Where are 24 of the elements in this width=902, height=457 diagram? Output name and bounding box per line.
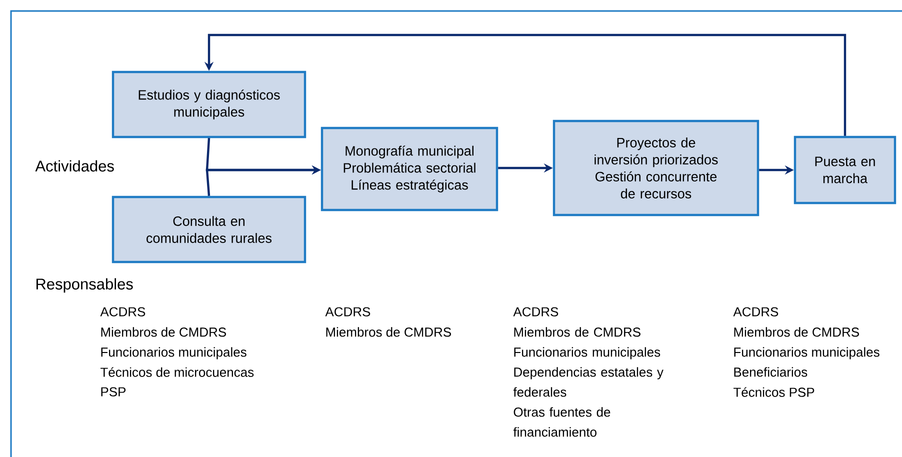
section-heading: Responsables: [36, 278, 133, 293]
list-item: ACDRS: [733, 307, 778, 316]
process-box: Puesta en marcha: [794, 136, 896, 204]
list-item: Dependencias estatales y federales: [513, 367, 664, 397]
process-box: Consulta en comunidades rurales: [112, 196, 306, 264]
list-item: Funcionarios municipales: [101, 347, 246, 360]
section-heading: Actividades: [35, 160, 114, 172]
process-box: Proyectos de inversión priorizados Gestión concurrente de recursos: [552, 120, 760, 216]
list-item: Funcionarios municipales: [514, 347, 660, 360]
list-item: Funcionarios municipales: [734, 347, 880, 360]
list-item: Miembros de CMDRS: [514, 327, 640, 337]
list-item: ACDRS: [513, 307, 558, 316]
list-item: ACDRS: [100, 307, 146, 316]
process-box: Monografía municipal Problemática sectorial Líneas estratégicas: [320, 126, 498, 212]
list-item: Otras fuentes de financiamiento: [513, 407, 610, 437]
process-box: Estudios y diagnósticos municipales: [112, 70, 306, 138]
list-item: Técnicos de microcuencas: [100, 367, 254, 377]
list-item: ACDRS: [325, 307, 370, 316]
list-item: Miembros de CMDRS: [326, 327, 451, 337]
list-item: PSP: [101, 387, 126, 396]
list-item: Miembros de CMDRS: [101, 327, 226, 337]
list-item: Técnicos PSP: [734, 387, 814, 397]
list-item: Miembros de CMDRS: [734, 327, 859, 337]
list-item: Beneficiarios: [734, 367, 808, 377]
